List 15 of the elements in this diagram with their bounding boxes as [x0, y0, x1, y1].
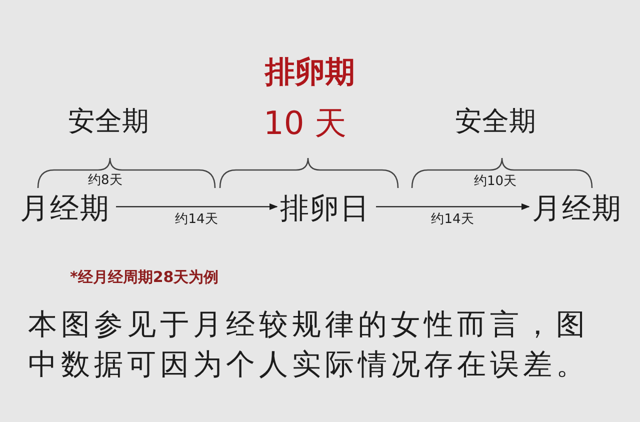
edge-label: 约14天 [173, 212, 220, 228]
phase-label: 月经期 [20, 192, 110, 226]
duration-label: 10 天 [264, 105, 346, 142]
brace-label: 约8天 [88, 174, 122, 189]
arrow [116, 203, 278, 210]
footnote: *经月经周期28天为例 [70, 269, 219, 286]
edge-label: 约14天 [429, 212, 476, 228]
phase-label: 排卵日 [280, 192, 370, 226]
phase-label: 月经期 [532, 192, 622, 226]
phase-title: 排卵期 [265, 56, 355, 90]
brace-label: 约10天 [474, 175, 517, 190]
arrow [376, 203, 530, 210]
phase-title: 安全期 [68, 106, 149, 138]
phase-title: 安全期 [455, 106, 536, 138]
note-text: 本图参见于月经较规律的女性而言，图中数据可因为个人实际情况存在误差。 [28, 306, 590, 383]
